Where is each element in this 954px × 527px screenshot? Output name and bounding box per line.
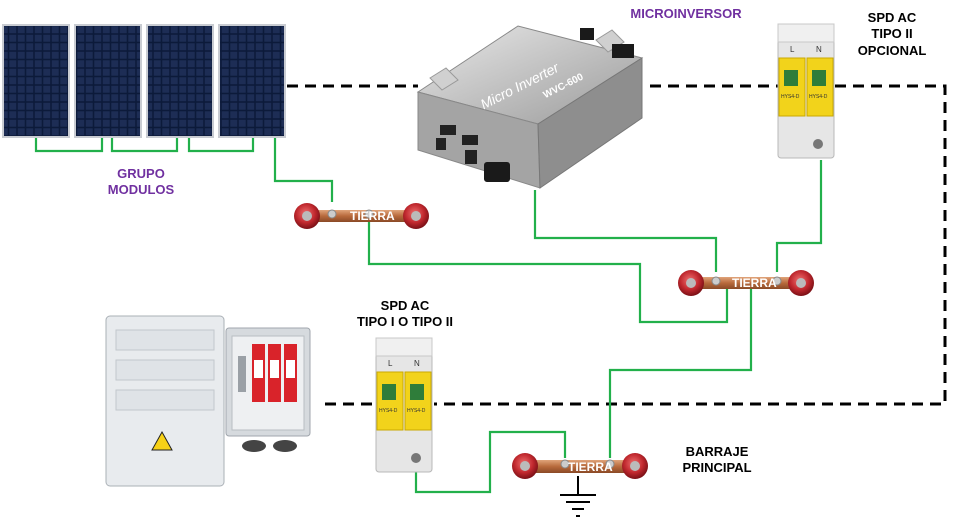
solar-panel xyxy=(218,24,286,138)
tierra-label-2: TIERRA xyxy=(732,276,777,290)
spd-model: HYS4-D xyxy=(379,408,398,414)
ground-wires xyxy=(34,137,823,494)
solar-panel xyxy=(74,24,142,138)
ac-dashed-line xyxy=(287,84,947,406)
spd-terminal-n: N xyxy=(414,359,420,368)
electrical-cabinet xyxy=(105,315,311,487)
label-spd-ac-tipo: SPD AC TIPO I O TIPO II xyxy=(356,298,454,330)
solar-panel xyxy=(2,24,70,138)
spd-model: HYS4-D xyxy=(809,94,828,100)
spd-ac-main-device: L N HYS4-D HYS4-D xyxy=(375,337,433,473)
warning-icon xyxy=(151,430,173,451)
ground-bar-2: TIERRA xyxy=(678,270,814,296)
earth-ground-icon xyxy=(560,476,596,517)
label-spd-ac-opcional: SPD AC TIPO II OPCIONAL xyxy=(857,10,927,58)
ground-bar-main: TIERRA xyxy=(512,453,648,479)
label-grupo-modulos: GRUPO MODULOS xyxy=(107,166,175,198)
tierra-label-1: TIERRA xyxy=(350,209,395,223)
spd-model: HYS4-D xyxy=(407,408,426,414)
micro-inverter: Micro Inverter WVC-600 xyxy=(416,25,644,189)
tierra-label-main: TIERRA xyxy=(568,460,613,474)
solar-panel xyxy=(146,24,214,138)
spd-terminal-l: L xyxy=(388,359,393,368)
ground-bar-1: TIERRA xyxy=(294,203,429,229)
spd-terminal-n: N xyxy=(816,45,822,54)
spd-model: HYS4-D xyxy=(781,94,800,100)
solar-module-group xyxy=(2,24,286,138)
spd-terminal-l: L xyxy=(790,45,795,54)
label-barraje-principal: BARRAJE PRINCIPAL xyxy=(682,444,752,476)
inverter-connectors xyxy=(436,28,634,182)
spd-ac-optional-device: L N HYS4-D HYS4-D xyxy=(777,23,835,159)
label-microinversor: MICROINVERSOR xyxy=(630,6,742,21)
